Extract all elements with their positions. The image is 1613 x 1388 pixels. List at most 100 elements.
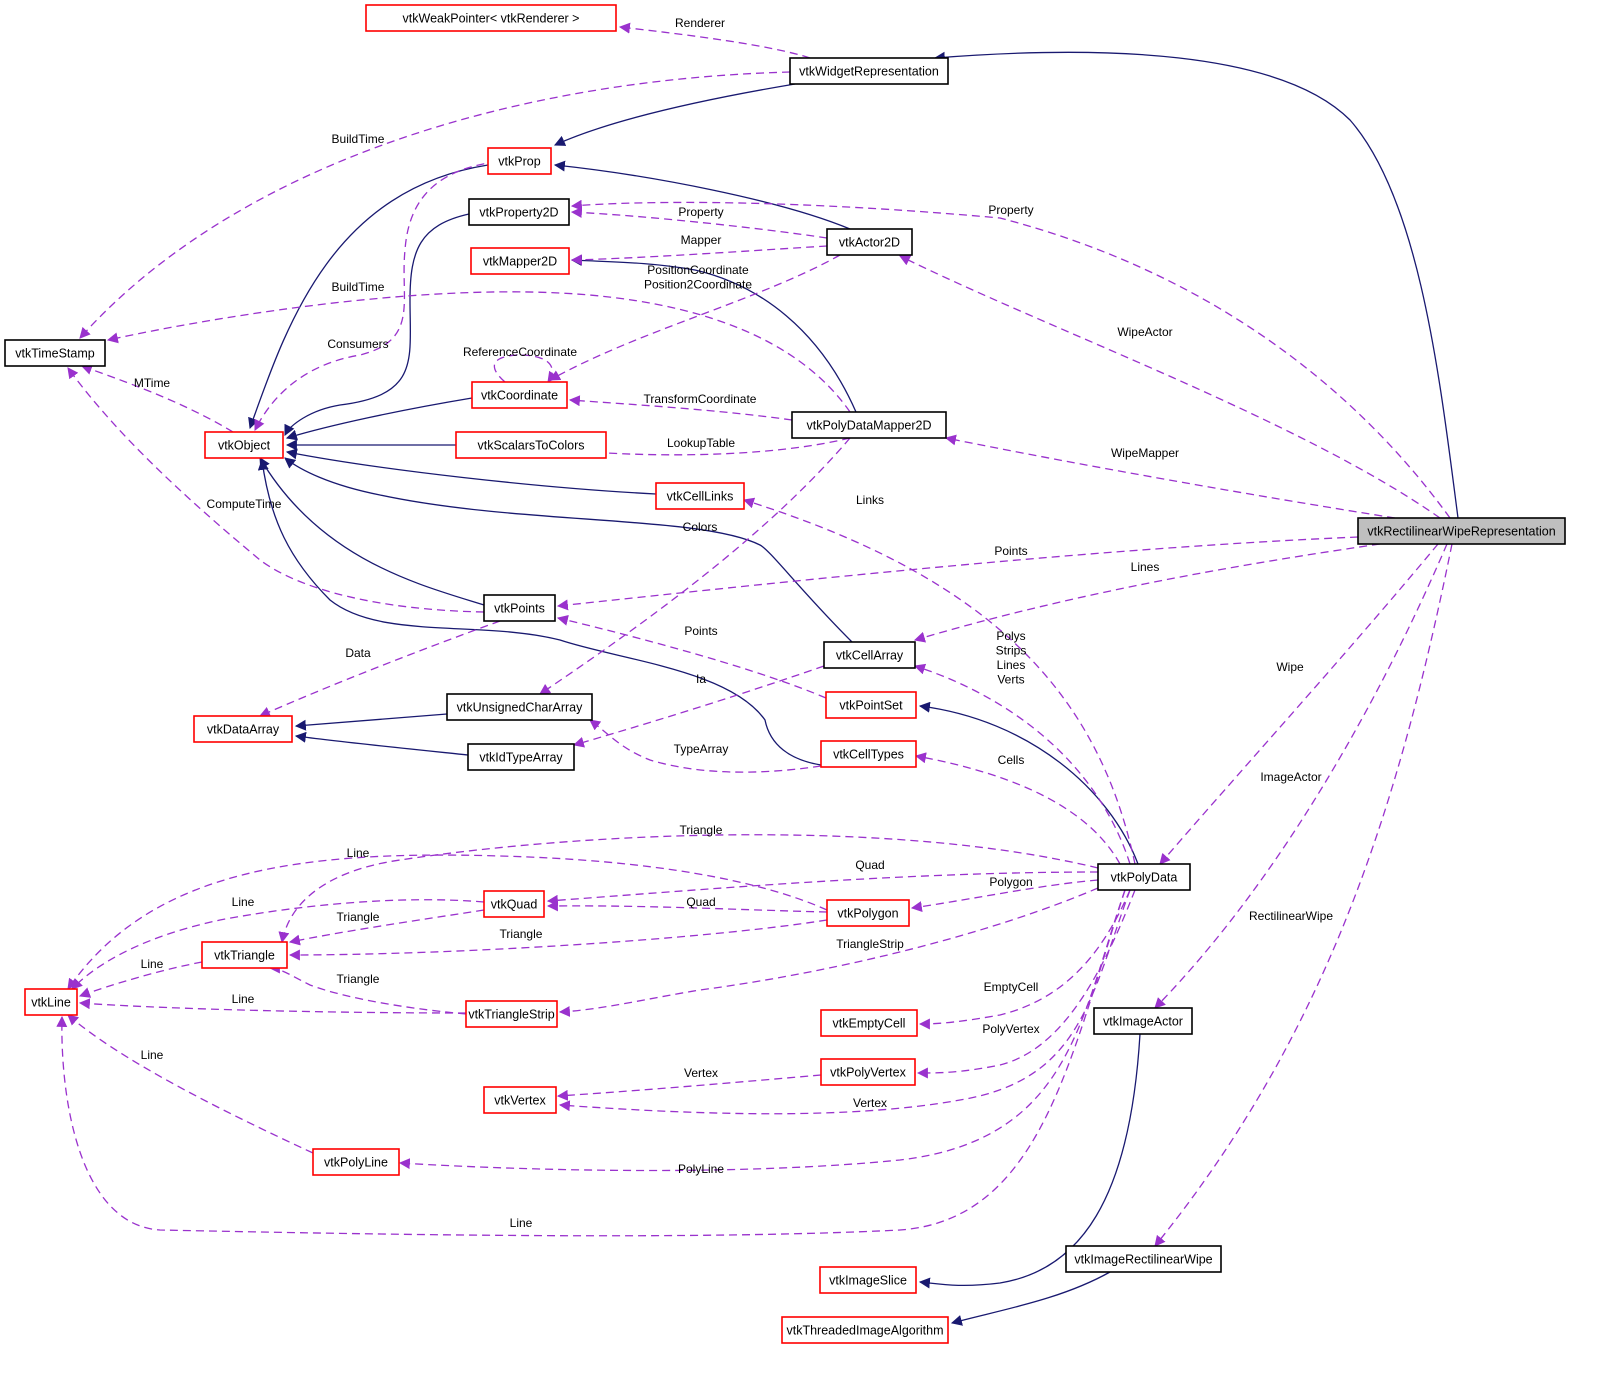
usage-edge-polydata-to-celltypes [914,752,1121,865]
class-node-label: vtkImageSlice [829,1274,907,1288]
usage-edge-actor2d-to-property2d [570,207,828,239]
class-node-label: vtkUnsignedCharArray [457,701,583,715]
class-node-box [365,4,617,32]
usage-edge-widgetrep-to-weakptr [618,22,811,59]
class-node-imageactor[interactable]: vtkImageActor [1093,1007,1193,1035]
class-node-trianglestrip[interactable]: vtkTriangleStrip [465,1000,558,1028]
edge-label: Data [345,646,371,660]
class-node-polyline[interactable]: vtkPolyLine [312,1148,400,1176]
edge-label: Line [141,1048,164,1062]
class-node-dataarray[interactable]: vtkDataArray [193,715,293,743]
edge-label: Renderer [675,16,725,30]
usage-edge-quad-to-line [71,899,485,990]
edge-label: EmptyCell [984,980,1039,994]
class-node-mapper2d[interactable]: vtkMapper2D [470,247,570,275]
class-node-box [465,1000,558,1028]
class-node-label: vtkRectilinearWipeRepresentation [1367,525,1555,539]
class-node-imagerectwipe[interactable]: vtkImageRectilinearWipe [1065,1245,1222,1273]
class-node-box [455,431,607,459]
class-node-box [483,1086,557,1114]
class-node-cellarray[interactable]: vtkCellArray [823,641,916,669]
class-node-timestamp[interactable]: vtkTimeStamp [4,339,106,367]
usage-edge-polygon-to-triangle [288,919,828,961]
class-node-polyvertex[interactable]: vtkPolyVertex [820,1058,916,1086]
class-node-label: vtkPolyVertex [830,1066,906,1080]
usage-edge-polyvertex-to-vertex [556,1074,822,1101]
class-node-box [655,482,745,510]
edge-label: ComputeTime [207,497,282,511]
class-node-box [791,411,947,439]
class-node-label: vtkCellArray [836,649,904,663]
class-node-triangle[interactable]: vtkTriangle [201,941,288,969]
class-node-imageslice[interactable]: vtkImageSlice [819,1266,917,1294]
edge-label: Triangle [337,972,380,986]
usage-edge-polydata-to-cellarray [913,663,1131,865]
edge-label: Triangle [680,823,723,837]
class-node-label: vtkPoints [494,602,545,616]
class-node-box [483,594,556,622]
usage-edge-polydatamapper2d-to-timestamp [106,291,851,413]
class-node-threadedimagealg[interactable]: vtkThreadedImageAlgorithm [781,1316,949,1344]
class-node-box [193,715,293,743]
class-node-uchararray[interactable]: vtkUnsignedCharArray [446,693,593,721]
edge-label: WipeActor [1117,325,1172,339]
edge-label: Lines [997,658,1026,672]
class-node-points[interactable]: vtkPoints [483,594,556,622]
usage-edge-polydata-to-trianglestrip [558,887,1099,1017]
edge-label: MTime [134,376,171,390]
edge-label: Polys [996,629,1025,643]
usage-edge-prop-to-object [254,159,511,431]
edge-label: Quad [855,858,884,872]
edge-label: Line [347,846,370,860]
edge-label: TypeArray [674,742,729,756]
class-node-label: vtkPolyData [1111,871,1178,885]
class-node-line[interactable]: vtkLine [24,988,78,1016]
inheritance-edge-object-to-celllinks [285,448,657,495]
usage-edge-focus-to-polydata [1159,543,1439,865]
edge-label: TriangleStrip [836,937,904,951]
edge-label: Points [684,624,717,638]
class-node-actor2d[interactable]: vtkActor2D [826,228,913,256]
class-node-celllinks[interactable]: vtkCellLinks [655,482,745,510]
usage-edge-polydatamapper2d-to-uchararray [539,437,851,695]
class-node-box [470,247,570,275]
class-node-pointset[interactable]: vtkPointSet [825,691,917,719]
class-node-widgetrep[interactable]: vtkWidgetRepresentation [789,57,949,85]
class-node-quad[interactable]: vtkQuad [483,890,545,918]
class-node-coordinate[interactable]: vtkCoordinate [471,381,568,409]
edge-label: Lines [1131,560,1160,574]
class-node-label: vtkImageActor [1103,1015,1183,1029]
usage-edge-polydata-to-celllinks [742,497,1136,865]
class-node-polygon[interactable]: vtkPolygon [826,899,910,927]
class-node-scalarstocolors[interactable]: vtkScalarsToColors [455,431,607,459]
class-node-box [201,941,288,969]
class-node-object[interactable]: vtkObject [204,431,284,459]
class-node-weakptr[interactable]: vtkWeakPointer< vtkRenderer > [365,4,617,32]
class-node-idtypearray[interactable]: vtkIdTypeArray [467,743,575,771]
edge-label: Strips [996,644,1027,658]
inheritance-edge-object-to-property2d [284,213,470,436]
class-node-property2d[interactable]: vtkProperty2D [468,198,570,226]
edge-label: Links [856,493,884,507]
class-node-label: vtkTriangleStrip [468,1008,554,1022]
class-node-polydatamapper2d[interactable]: vtkPolyDataMapper2D [791,411,947,439]
class-node-label: vtkThreadedImageAlgorithm [786,1324,943,1338]
nodes-layer: vtkRectilinearWipeRepresentation vtkWeakP… [4,4,1566,1344]
edge-label: Quad [686,895,715,909]
class-node-emptycell[interactable]: vtkEmptyCell [820,1009,918,1037]
edge-label: Consumers [327,337,388,351]
edge-label: Line [510,1216,533,1230]
class-node-celltypes[interactable]: vtkCellTypes [820,740,917,768]
edges-layer [56,22,1459,1326]
class-node-polydata[interactable]: vtkPolyData [1097,863,1191,891]
usage-edge-polydatamapper2d-to-scalarstocolors [588,437,851,459]
class-node-prop[interactable]: vtkProp [487,147,552,175]
usage-edge-points-to-dataarray [258,620,501,718]
usage-edge-focus-to-cellarray [913,543,1381,643]
class-node-vertex[interactable]: vtkVertex [483,1086,557,1114]
class-node-focus[interactable]: vtkRectilinearWipeRepresentation [1357,517,1566,545]
class-node-label: vtkIdTypeArray [479,751,563,765]
inheritance-edge-prop-to-widgetrep [553,83,796,146]
usage-edge-object-to-timestamp [80,364,234,433]
